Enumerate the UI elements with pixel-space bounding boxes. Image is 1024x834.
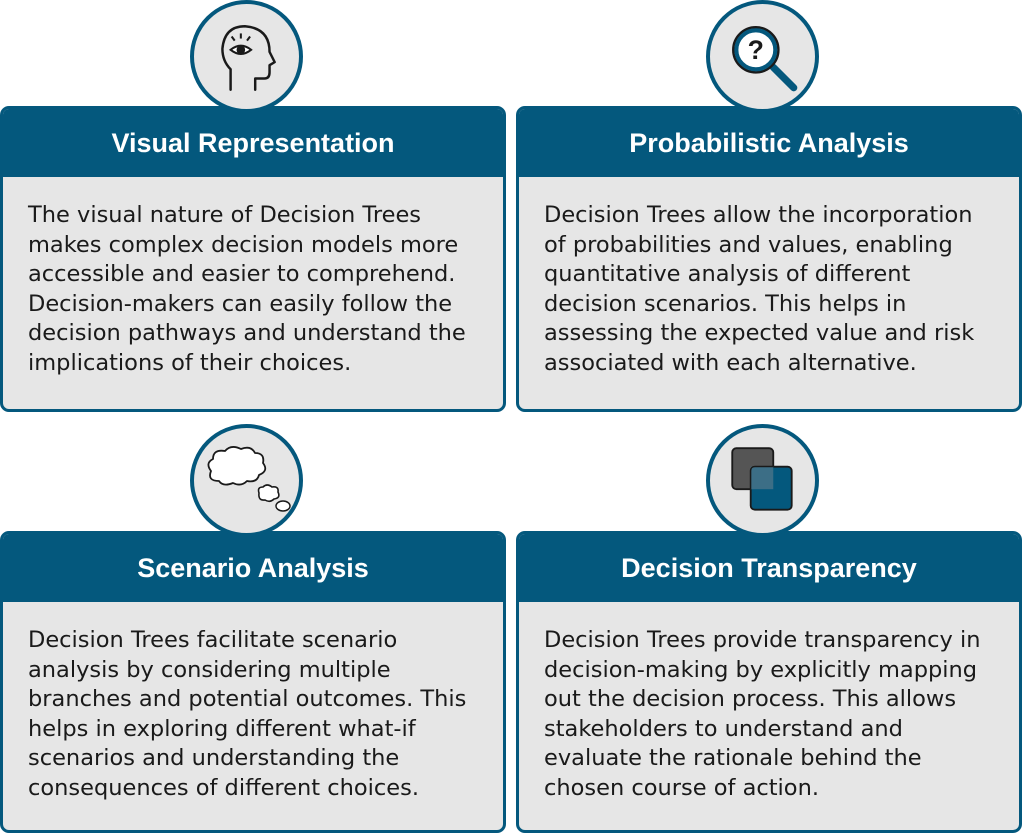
- icon-circle: [190, 0, 303, 113]
- card-box: Probabilistic Analysis Decision Trees al…: [516, 106, 1022, 412]
- icon-circle: ?: [706, 0, 819, 113]
- overlapping-squares-icon: [730, 446, 793, 511]
- card-box: Scenario Analysis Decision Trees facilit…: [0, 531, 506, 833]
- icon-circle: [706, 424, 819, 537]
- head-with-eye-icon: [220, 24, 276, 91]
- thought-bubble-icon: [207, 445, 291, 512]
- card-title: Visual Representation: [3, 109, 503, 177]
- card-title: Scenario Analysis: [3, 534, 503, 602]
- card-title: Decision Transparency: [519, 534, 1019, 602]
- card-text: Decision Trees provide transparency in d…: [544, 627, 981, 801]
- card-text: The visual nature of Decision Trees make…: [28, 202, 466, 376]
- svg-text:?: ?: [747, 35, 763, 65]
- card-title: Probabilistic Analysis: [519, 109, 1019, 177]
- card-text: Decision Trees allow the incorporation o…: [544, 202, 975, 376]
- card-box: Visual Representation The visual nature …: [0, 106, 506, 412]
- card-box: Decision Transparency Decision Trees pro…: [516, 531, 1022, 833]
- card-text: Decision Trees facilitate scenario analy…: [28, 627, 467, 801]
- magnifier-question-icon: ?: [731, 25, 797, 91]
- icon-circle: [190, 424, 303, 537]
